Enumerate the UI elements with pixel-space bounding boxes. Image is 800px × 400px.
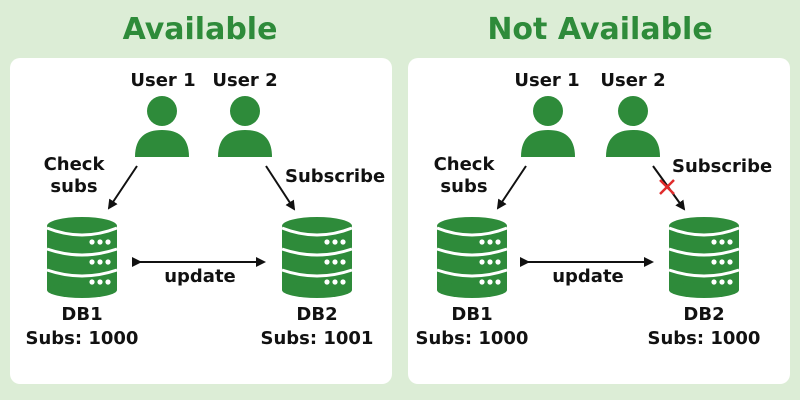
- subscribe-label: Subscribe: [285, 166, 386, 187]
- db2-subs: Subs: 1001: [260, 328, 374, 349]
- db1-subs: Subs: 1000: [415, 328, 529, 349]
- check-subs-label-line2: subs: [50, 176, 98, 197]
- db1-subs: Subs: 1000: [25, 328, 139, 349]
- arrows-layer: [496, 165, 686, 267]
- check-subs-label-line1: Check: [43, 154, 105, 175]
- update-label: update: [552, 266, 624, 287]
- database-icon: [436, 217, 508, 298]
- panel-title-not-available: Not Available: [487, 12, 713, 47]
- database-icon: [281, 217, 353, 298]
- user-icon: [606, 96, 660, 157]
- update-label: update: [164, 266, 236, 287]
- panel-available: User 1 User 2 Check subs Subscribe: [10, 58, 392, 384]
- database-icon: [668, 217, 740, 298]
- db1-name: DB1: [451, 304, 493, 325]
- user-icon: [135, 96, 189, 157]
- db2-name: DB2: [296, 304, 338, 325]
- panel-not-available: User 1 User 2 Check subs Subscribe: [408, 58, 790, 384]
- user-icon: [521, 96, 575, 157]
- panel-title-available: Available: [122, 12, 278, 47]
- check-subs-label-line2: subs: [440, 176, 488, 197]
- arrows-layer: [107, 165, 296, 267]
- subscribe-label: Subscribe: [672, 156, 773, 177]
- subscribe-arrow: [265, 165, 296, 211]
- check-subs-arrow: [496, 165, 527, 210]
- check-subs-arrow: [107, 165, 138, 210]
- db2-name: DB2: [683, 304, 725, 325]
- cross-icon: [659, 179, 675, 195]
- db2-subs: Subs: 1000: [647, 328, 761, 349]
- user-icon: [218, 96, 272, 157]
- user2-label: User 2: [212, 70, 278, 91]
- user2-label: User 2: [600, 70, 666, 91]
- database-icon: [46, 217, 118, 298]
- user1-label: User 1: [514, 70, 580, 91]
- check-subs-label-line1: Check: [433, 154, 495, 175]
- user1-label: User 1: [130, 70, 196, 91]
- db1-name: DB1: [61, 304, 103, 325]
